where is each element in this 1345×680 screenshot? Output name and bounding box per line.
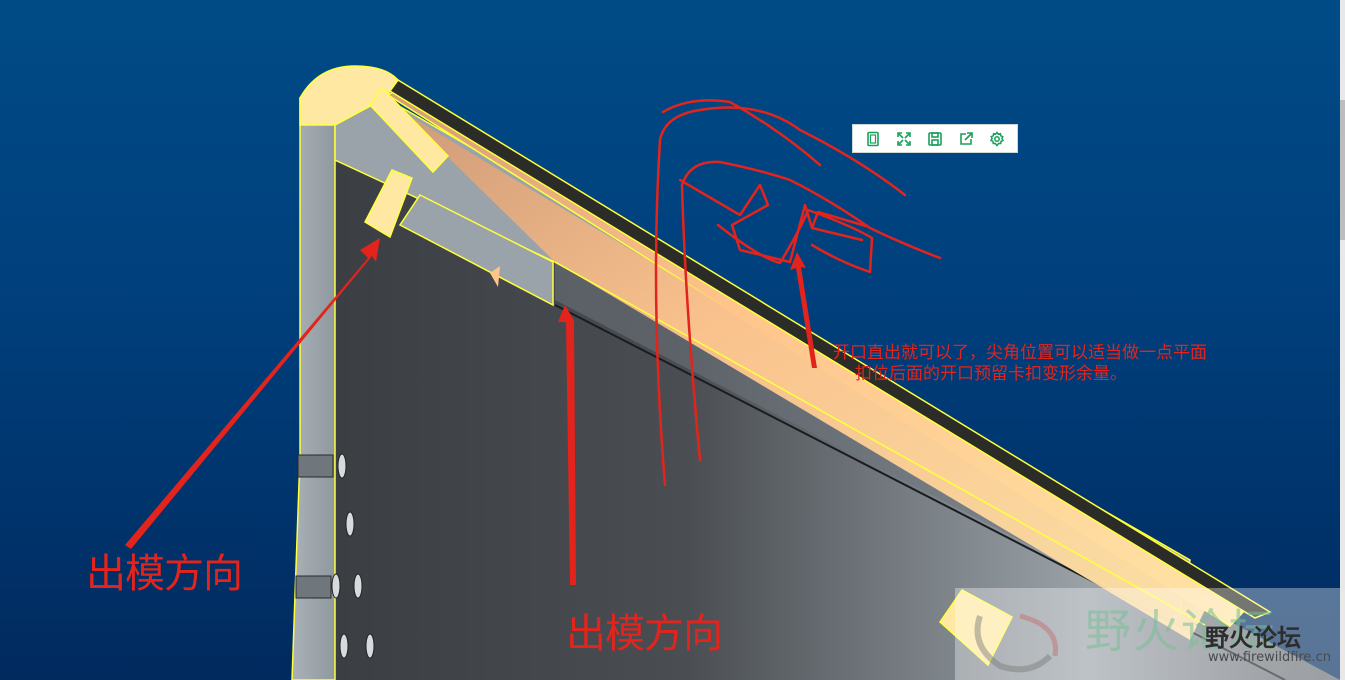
vertical-scrollbar[interactable]: [1340, 0, 1345, 680]
fit-view-button[interactable]: [862, 128, 884, 150]
direction-arrows: [125, 238, 817, 585]
fit-view-icon: [866, 131, 879, 146]
arrow-left: [125, 238, 380, 549]
scroll-thumb[interactable]: [1340, 100, 1345, 240]
boss-2: [345, 511, 355, 537]
corner-cap: [299, 65, 399, 126]
watermark: [955, 588, 1340, 680]
watermark-logo: [974, 613, 1059, 673]
watermark-title: 野火论坛: [1205, 624, 1301, 652]
fullscreen-button[interactable]: [893, 128, 915, 150]
save-icon: [928, 131, 942, 146]
boss-4: [353, 573, 363, 599]
sloped-face: [400, 110, 1210, 640]
lower-rib-block: [939, 589, 1013, 667]
boss-6: [365, 633, 375, 659]
snap-tab: [369, 86, 450, 174]
inner-rib: [398, 194, 554, 307]
watermark-url: www.firewildfire.cn: [1208, 650, 1331, 665]
boss-5: [339, 633, 349, 659]
fullscreen-icon: [896, 131, 911, 146]
watermark-large-text: 野火论坛: [1085, 604, 1277, 658]
save-button[interactable]: [924, 128, 946, 150]
direction-label-center: 出模方向: [566, 611, 723, 657]
arrow-center: [558, 305, 576, 585]
boss-3: [331, 573, 341, 599]
note-line-2: 扣位后面的开口预留卡扣变形余量。: [855, 364, 1127, 384]
direction-label-left: 出模方向: [86, 551, 243, 597]
image-toolbar: [852, 124, 1018, 153]
red-sketch: [654, 99, 942, 487]
share-icon: [960, 131, 973, 145]
snap-hook: [364, 169, 413, 239]
wall-gap-2: [295, 575, 332, 599]
arrow-note: [790, 252, 817, 368]
share-button[interactable]: [955, 128, 977, 150]
settings-icon: [990, 130, 1005, 147]
boss-1: [337, 453, 347, 479]
wall-gap-1: [297, 454, 334, 478]
settings-button[interactable]: [986, 128, 1008, 150]
small-marker: [490, 266, 500, 287]
note-line-1: 开口直出就可以了，尖角位置可以适当做一点平面: [833, 343, 1207, 363]
sloped-face-edge: [554, 261, 1206, 626]
